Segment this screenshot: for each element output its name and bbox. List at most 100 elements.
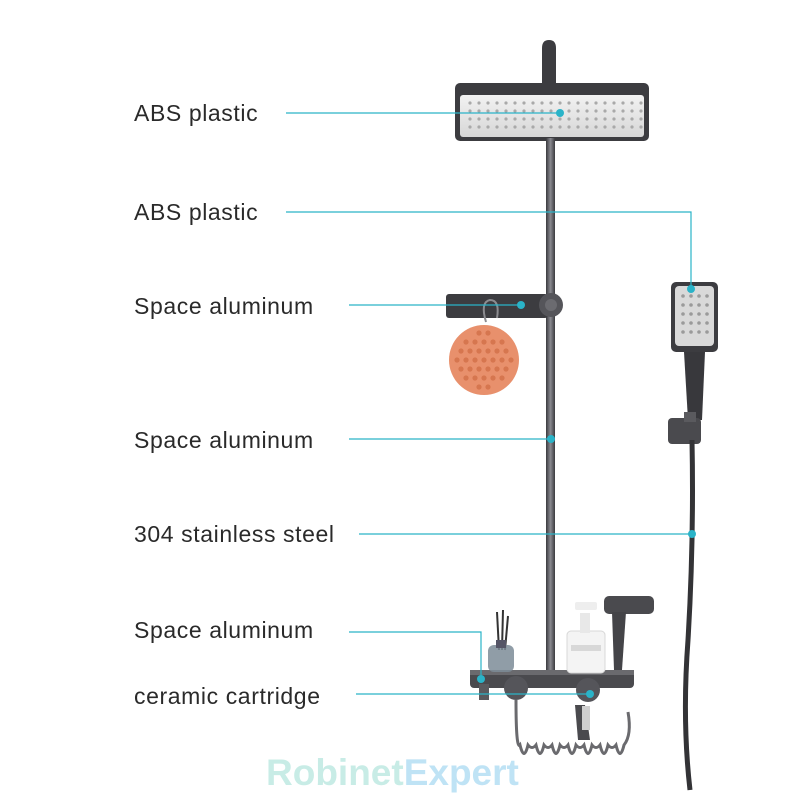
nozzle-dot (576, 109, 580, 113)
nozzle-dot (705, 294, 709, 298)
nozzle-dot (567, 101, 571, 105)
reed-diffuser-icon (488, 609, 514, 672)
nozzle-dot (504, 125, 508, 129)
nozzle-dot (495, 125, 499, 129)
nozzle-dot (585, 125, 589, 129)
brand-part2: Expert (403, 752, 519, 793)
nozzle-dot (576, 117, 580, 121)
sponge-bump (503, 348, 509, 354)
nozzle-dot (522, 125, 526, 129)
nozzle-dot (549, 109, 553, 113)
nozzle-dot (639, 125, 643, 129)
nozzle-dot (540, 101, 544, 105)
nozzle-dot (603, 101, 607, 105)
sponge-bump (499, 339, 505, 345)
sponge-bump (494, 366, 500, 372)
nozzle-dot (630, 109, 634, 113)
nozzle-dot (540, 117, 544, 121)
nozzle-dot (513, 109, 517, 113)
nozzle-dot (477, 101, 481, 105)
nozzle-dot (705, 303, 709, 307)
rain-shower-head-icon (455, 40, 649, 141)
hand-shower-icon (668, 282, 718, 444)
nozzle-dot (689, 312, 693, 316)
brand-part1: Robinet (266, 752, 404, 793)
sponge-bump (485, 384, 491, 390)
coil-path (514, 699, 631, 755)
nozzle-dot (504, 109, 508, 113)
label-hand-shower: ABS plastic (134, 199, 259, 225)
nozzle-dot (697, 294, 701, 298)
soap-dispenser-icon (566, 602, 606, 674)
nozzle-dot (549, 125, 553, 129)
nozzle-dot (705, 330, 709, 334)
nozzle-dot (567, 125, 571, 129)
nozzle-dot (531, 101, 535, 105)
nozzle-dot (486, 109, 490, 113)
nozzle-dot (697, 312, 701, 316)
sponge-bump (476, 366, 482, 372)
nozzle-dot (639, 101, 643, 105)
nozzle-dot (522, 117, 526, 121)
sponge-bump (472, 375, 478, 381)
shower-rod (546, 138, 555, 670)
nozzle-dot (585, 101, 589, 105)
nozzle-dot (522, 101, 526, 105)
nozzle-dot (594, 117, 598, 121)
nozzle-dot (477, 125, 481, 129)
nozzle-dot (630, 101, 634, 105)
nozzle-dot (504, 117, 508, 121)
sponge-bump (490, 339, 496, 345)
sponge-bump (485, 330, 491, 336)
sponge-bump (472, 357, 478, 363)
sponge-bump (463, 339, 469, 345)
nozzle-dot (585, 117, 589, 121)
nozzle-dot (689, 321, 693, 325)
nozzle-dot (549, 101, 553, 105)
nozzle-dot (468, 109, 472, 113)
nozzle-dot (522, 109, 526, 113)
sponge-bump (481, 375, 487, 381)
nozzle-dot (558, 101, 562, 105)
nozzle-dot (576, 125, 580, 129)
nozzle-dot (621, 101, 625, 105)
nozzle-dot (612, 101, 616, 105)
nozzle-dot (689, 303, 693, 307)
nozzle-dot (468, 125, 472, 129)
nozzle-dot (594, 125, 598, 129)
nozzle-dot (531, 109, 535, 113)
valve-knobs (479, 676, 600, 740)
tray-shelf (470, 670, 634, 688)
nozzle-dot (513, 125, 517, 129)
nozzle-dot (585, 109, 589, 113)
nozzle-dot (477, 109, 481, 113)
nozzle-dot (705, 312, 709, 316)
sponge-bump (499, 375, 505, 381)
nozzle-dot (705, 321, 709, 325)
sponge-bump (508, 357, 514, 363)
nozzle-dot (531, 117, 535, 121)
nozzle-dot (468, 101, 472, 105)
nozzle-dot (603, 109, 607, 113)
nozzle-dot (468, 117, 472, 121)
nozzle-dot (495, 117, 499, 121)
nozzle-dot (621, 117, 625, 121)
sponge-bump (472, 339, 478, 345)
nozzle-dot (697, 321, 701, 325)
nozzle-dot (540, 109, 544, 113)
nozzle-dot (486, 101, 490, 105)
leader-dots (477, 109, 696, 698)
nozzle-dot (603, 117, 607, 121)
nozzle-dot (513, 117, 517, 121)
nozzle-dot (689, 294, 693, 298)
nozzle-dot (549, 117, 553, 121)
sponge-bump (476, 330, 482, 336)
bidet-sprayer-icon (604, 596, 654, 670)
nozzle-dot (531, 125, 535, 129)
sponge-bump (499, 357, 505, 363)
nozzle-dot (697, 330, 701, 334)
sponge-bump (463, 357, 469, 363)
nozzle-dot (612, 109, 616, 113)
nozzle-dot (630, 125, 634, 129)
